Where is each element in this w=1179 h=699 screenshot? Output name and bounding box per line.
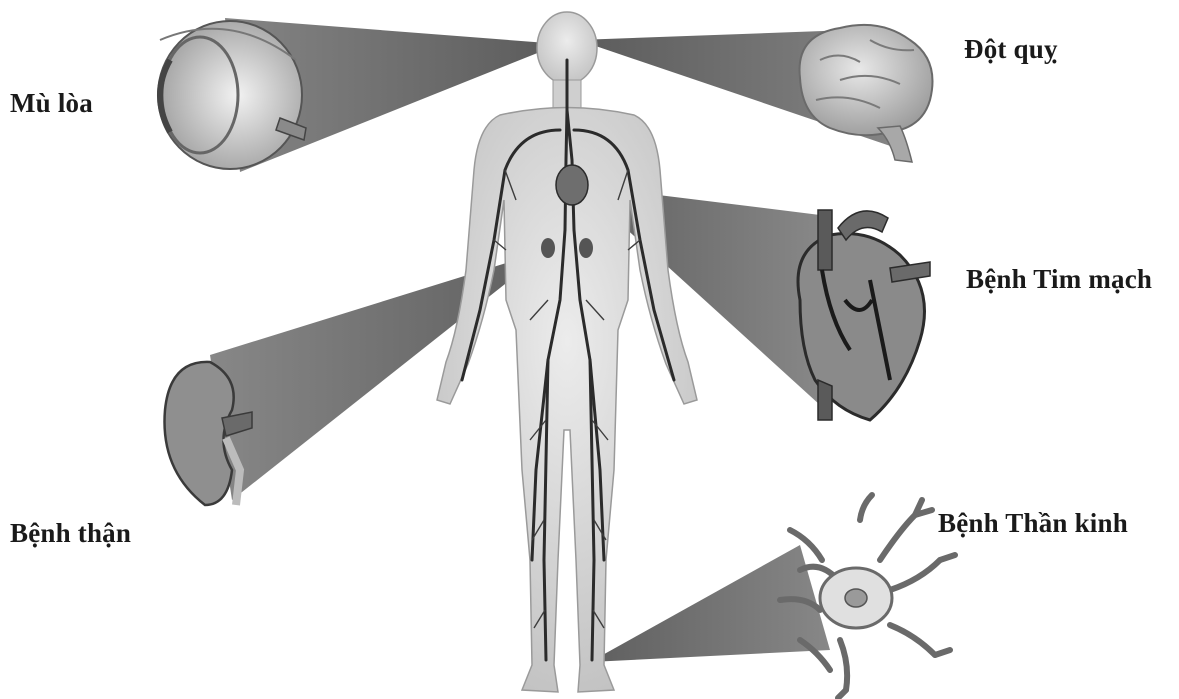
human-body-illustration	[437, 12, 697, 692]
beam-nerve	[590, 545, 830, 662]
label-neuropathy: Bệnh Thần kinh	[938, 508, 1128, 539]
label-blindness: Mù lòa	[10, 88, 93, 119]
label-stroke: Đột quỵ	[964, 34, 1058, 65]
heart-illustration	[798, 210, 930, 420]
brain-illustration	[800, 25, 933, 162]
beam-kidney	[210, 250, 548, 500]
nerve-cell-nucleus	[845, 589, 867, 607]
label-cardiovascular: Bệnh Tim mạch	[966, 264, 1152, 295]
label-kidney-disease: Bệnh thận	[10, 518, 131, 549]
